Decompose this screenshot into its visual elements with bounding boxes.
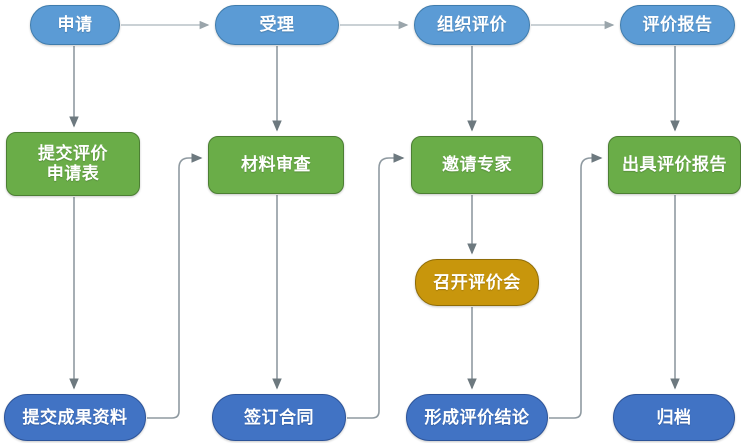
node-issue-evaluation-report[interactable]: 出具评价报告 <box>608 136 741 194</box>
node-organize-evaluation[interactable]: 组织评价 <box>414 5 530 45</box>
node-evaluation-report[interactable]: 评价报告 <box>620 5 735 45</box>
node-archive[interactable]: 归档 <box>613 394 735 441</box>
node-accept-label: 受理 <box>259 15 295 35</box>
node-invite-experts[interactable]: 邀请专家 <box>411 136 543 194</box>
node-submit-results-material-label: 提交成果资料 <box>22 407 128 427</box>
node-material-review[interactable]: 材料审查 <box>208 136 344 194</box>
node-sign-contract-label: 签订合同 <box>244 407 314 427</box>
node-issue-evaluation-report-label: 出具评价报告 <box>622 155 727 175</box>
edge-deliver-to-material <box>147 153 203 419</box>
node-archive-label: 归档 <box>656 407 692 427</box>
edge-contract-to-invite <box>347 153 405 419</box>
node-organize-evaluation-label: 组织评价 <box>437 15 507 35</box>
node-evaluation-report-label: 评价报告 <box>642 15 713 35</box>
node-apply-label: 申请 <box>57 15 93 35</box>
node-accept[interactable]: 受理 <box>215 5 339 45</box>
node-form-evaluation-conclusion-label: 形成评价结论 <box>424 407 530 427</box>
node-apply[interactable]: 申请 <box>30 5 120 45</box>
node-submit-application-form[interactable]: 提交评价 申请表 <box>6 132 140 196</box>
node-invite-experts-label: 邀请专家 <box>442 155 512 175</box>
node-submit-application-form-label: 提交评价 申请表 <box>38 144 108 183</box>
node-form-evaluation-conclusion[interactable]: 形成评价结论 <box>406 394 548 441</box>
node-submit-results-material[interactable]: 提交成果资料 <box>4 394 146 441</box>
node-hold-evaluation-meeting-label: 召开评价会 <box>433 272 521 292</box>
node-sign-contract[interactable]: 签订合同 <box>212 394 346 441</box>
edge-conclusion-to-issue <box>549 153 603 419</box>
node-material-review-label: 材料审查 <box>241 155 311 175</box>
node-hold-evaluation-meeting[interactable]: 召开评价会 <box>415 259 539 306</box>
